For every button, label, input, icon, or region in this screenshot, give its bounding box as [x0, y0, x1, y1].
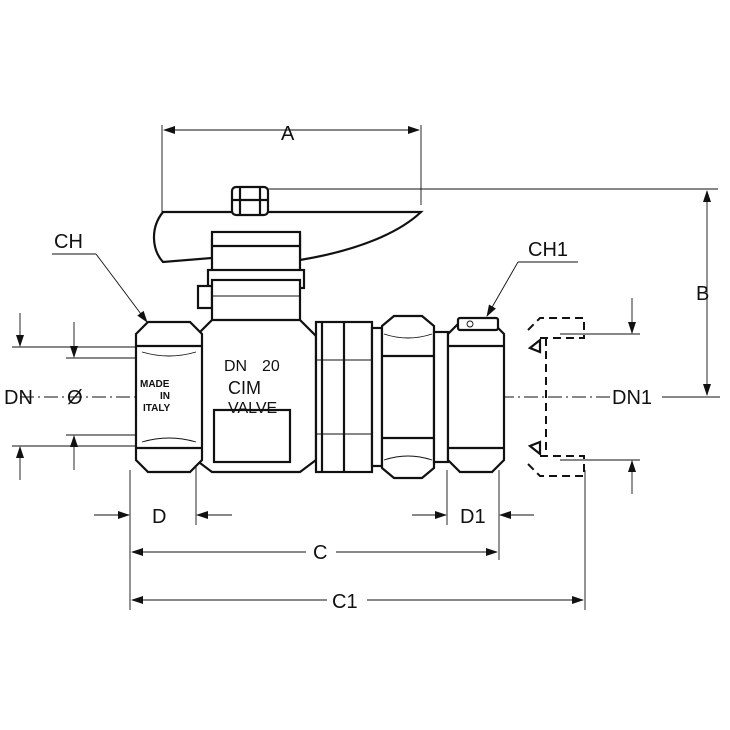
stamp-italy: ITALY — [143, 403, 171, 414]
label-ch1: CH1 — [528, 239, 568, 261]
valve-stem — [196, 268, 306, 327]
dimension-dn: DN — [4, 313, 136, 480]
dimension-c1: C1 — [131, 470, 586, 613]
label-a: A — [281, 123, 295, 145]
inlet-hex-nut: MADE IN ITALY — [134, 320, 204, 474]
label-dn1: DN1 — [612, 387, 652, 409]
union-hex-nut — [380, 314, 450, 480]
body-brand-logo: CIM — [228, 378, 261, 398]
valve-body: DN 20 CIM VALVE — [194, 318, 318, 474]
label-diameter: Ø — [67, 387, 83, 409]
label-c: C — [313, 542, 327, 564]
label-d1: D1 — [460, 506, 486, 528]
callout-ch1: CH1 — [486, 239, 578, 317]
stamp-made: MADE — [140, 379, 170, 390]
dimension-d: D — [94, 440, 232, 610]
label-d: D — [152, 506, 166, 528]
label-dn: DN — [4, 387, 33, 409]
dimension-b: B — [245, 188, 718, 398]
label-ch: CH — [54, 231, 83, 253]
dimension-dn1: DN1 — [560, 298, 662, 494]
body-outlet-section — [314, 320, 384, 474]
body-product-label: VALVE — [228, 400, 277, 417]
callout-ch: CH — [52, 231, 148, 323]
butterfly-handle — [152, 185, 424, 274]
body-size-value: 20 — [262, 358, 280, 375]
body-size-label: DN — [224, 358, 247, 375]
dimension-a: A — [161, 123, 422, 255]
label-b: B — [696, 283, 709, 305]
dimension-d1: D1 — [412, 470, 534, 560]
outlet-compression-nut — [446, 316, 506, 474]
pipe-end-outline — [527, 317, 585, 477]
label-c1: C1 — [332, 591, 358, 613]
dimension-c: C — [131, 540, 498, 564]
dimension-diameter: Ø — [66, 322, 136, 470]
stamp-in: IN — [160, 391, 170, 402]
